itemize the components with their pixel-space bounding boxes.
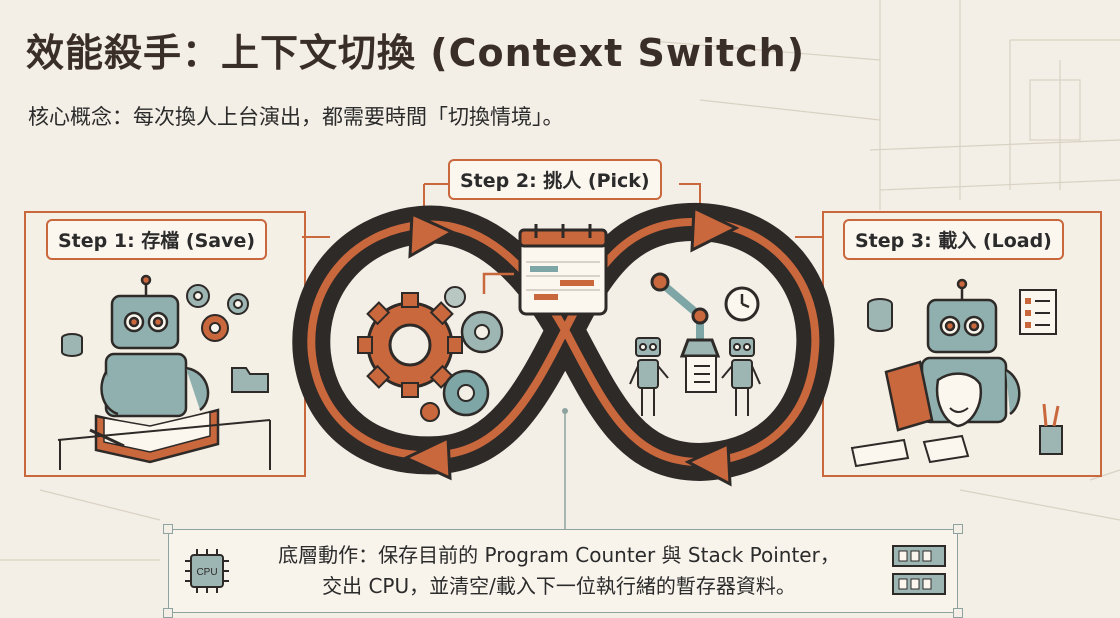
small-gear-icon <box>444 286 466 308</box>
theater-mask-icon <box>935 372 983 428</box>
infinity-loop <box>292 202 835 481</box>
page-subtitle: 核心概念：每次換人上台演出，都需要時間「切換情境」。 <box>28 105 564 129</box>
gears-group <box>357 286 504 422</box>
arrow-bottom-right <box>684 441 732 487</box>
arrow-top-right <box>690 205 740 253</box>
gear-icon <box>186 284 249 315</box>
step1-label: Step 1: 存檔 (Save) <box>46 219 268 260</box>
database-icon <box>61 333 83 357</box>
small-gear-icon <box>460 310 504 354</box>
robot-icon <box>629 337 669 416</box>
arrow-bottom-left <box>402 435 452 481</box>
corner-handle <box>163 608 173 618</box>
clock-icon <box>724 286 760 322</box>
robot-icon <box>721 337 761 416</box>
gear-icon <box>201 314 229 342</box>
pen-icon <box>89 428 125 448</box>
checklist-icon <box>685 355 717 393</box>
large-gear-icon <box>357 292 463 398</box>
corner-handle <box>953 524 963 534</box>
cpu-chip-label: CPU <box>196 567 217 578</box>
save-robot-illustration <box>57 274 271 470</box>
small-gear-icon <box>420 402 440 422</box>
load-robot-illustration <box>850 278 1063 468</box>
step3-label: Step 3: 載入 (Load) <box>843 219 1064 260</box>
pencil-cup-icon <box>1039 403 1063 455</box>
ram-icon <box>892 545 946 595</box>
checklist-icon <box>1019 289 1057 335</box>
corner-handle <box>953 608 963 618</box>
robot-arm-icon <box>650 272 721 358</box>
database-icon <box>867 298 893 332</box>
step2-label: Step 2: 挑人 (Pick) <box>448 159 662 200</box>
page-title: 效能殺手：上下文切換 (Context Switch) <box>26 31 806 75</box>
small-gear-icon <box>442 369 490 417</box>
notebook-icon <box>850 438 910 468</box>
book-icon <box>94 408 220 464</box>
loop-arrows <box>402 205 740 487</box>
robot-icon <box>100 274 210 418</box>
bottom-note: CPU 底層動作：保存目前的 Program Counter 與 Stack P… <box>163 524 963 618</box>
bottom-note-text: 底層動作：保存目前的 Program Counter 與 Stack Point… <box>239 540 879 602</box>
bottom-note-line2: 交出 CPU，並清空/載入下一位執行緒的暫存器資料。 <box>322 574 796 598</box>
cpu-icon: CPU <box>185 549 229 593</box>
book-icon <box>884 360 934 432</box>
calendar-arrow <box>482 272 514 294</box>
paper-icon <box>922 434 970 464</box>
corner-handle <box>163 524 173 534</box>
arrow-top-left <box>408 211 456 259</box>
calendar-icon <box>518 224 608 316</box>
folder-icon <box>231 367 269 393</box>
bottom-note-line1: 底層動作：保存目前的 Program Counter 與 Stack Point… <box>278 543 840 567</box>
